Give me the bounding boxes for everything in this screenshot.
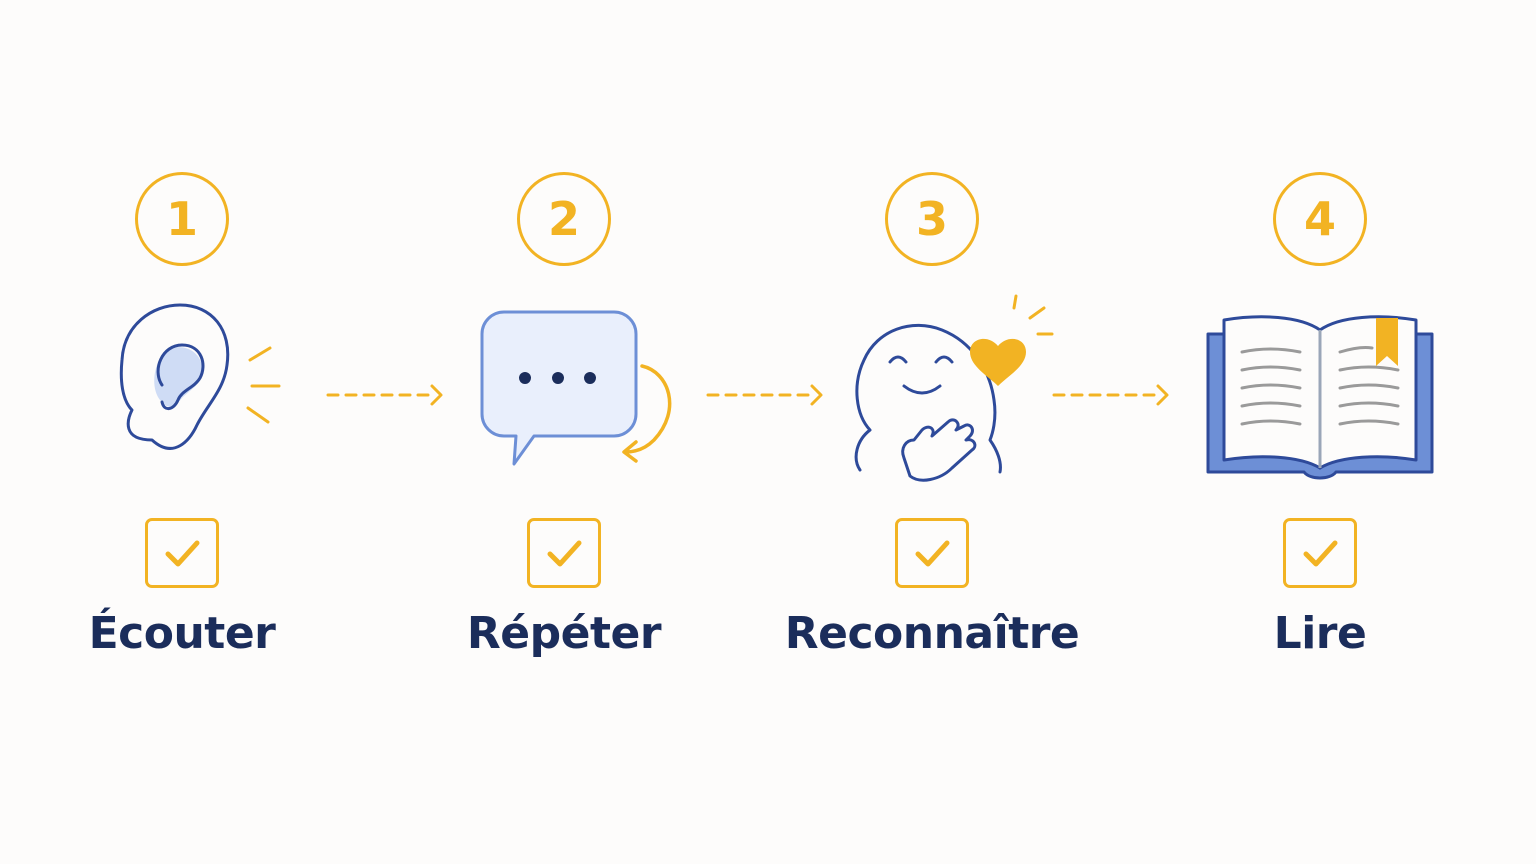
dashed-arrow-icon xyxy=(706,384,823,406)
step-label: Écouter xyxy=(88,608,276,659)
dashed-arrow-icon xyxy=(1052,384,1169,406)
step-number-badge: 3 xyxy=(885,172,979,266)
step-label: Lire xyxy=(1273,608,1367,659)
checkmark-icon xyxy=(547,540,582,567)
checkbox-checked xyxy=(1283,518,1357,588)
ear-icon xyxy=(119,303,281,450)
dashed-arrow-icon xyxy=(326,384,443,406)
checkbox-checked xyxy=(895,518,969,588)
speech-bubble-repeat-icon xyxy=(480,310,672,466)
open-book-icon xyxy=(1206,315,1434,480)
checkmark-icon xyxy=(1303,540,1338,567)
step-2: 2 Répéter xyxy=(384,0,744,864)
step-label: Répéter xyxy=(466,608,662,659)
step-1: 1 Écouter xyxy=(2,0,362,864)
happy-face-heart-icon xyxy=(854,294,1054,482)
checkbox-checked xyxy=(527,518,601,588)
checkbox-checked xyxy=(145,518,219,588)
step-label: Reconnaître xyxy=(784,608,1080,659)
checkmark-icon xyxy=(915,540,950,567)
step-number-badge: 2 xyxy=(517,172,611,266)
checkmark-icon xyxy=(165,540,200,567)
step-number-badge: 1 xyxy=(135,172,229,266)
step-4: 4 xyxy=(1140,0,1500,864)
step-number-badge: 4 xyxy=(1273,172,1367,266)
step-3: 3 Re xyxy=(752,0,1112,864)
